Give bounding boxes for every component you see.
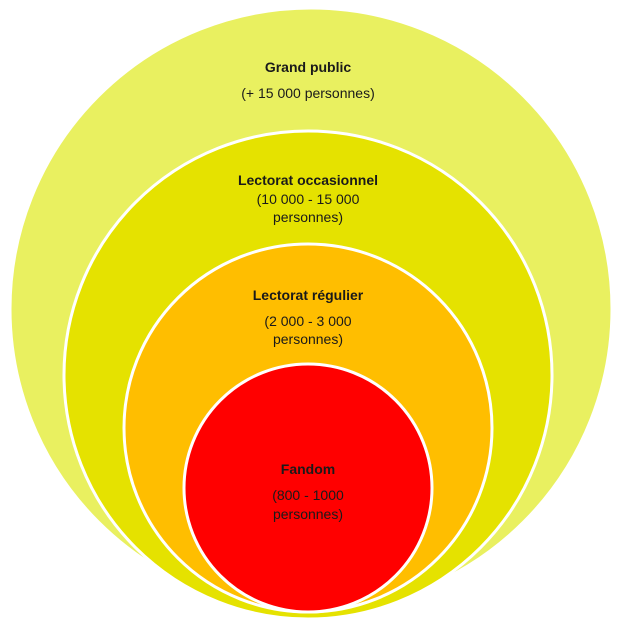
label-lectorat-occasionnel-detail-line2: personnes) [273,209,343,225]
label-lectorat-occasionnel-title: Lectorat occasionnel [238,172,378,188]
ring-fandom [182,362,434,614]
label-grand-public-detail: (+ 15 000 personnes) [241,85,374,101]
label-lectorat-regulier-detail-line1: (2 000 - 3 000 [264,313,351,329]
label-lectorat-regulier-title: Lectorat régulier [253,287,364,303]
label-fandom-detail-line1: (800 - 1000 [272,487,344,503]
label-grand-public-title: Grand public [265,59,352,75]
label-fandom-title: Fandom [281,461,335,477]
label-lectorat-regulier-detail-line2: personnes) [273,331,343,347]
label-fandom-detail-line2: personnes) [273,506,343,522]
label-lectorat-occasionnel-detail-line1: (10 000 - 15 000 [257,191,360,207]
